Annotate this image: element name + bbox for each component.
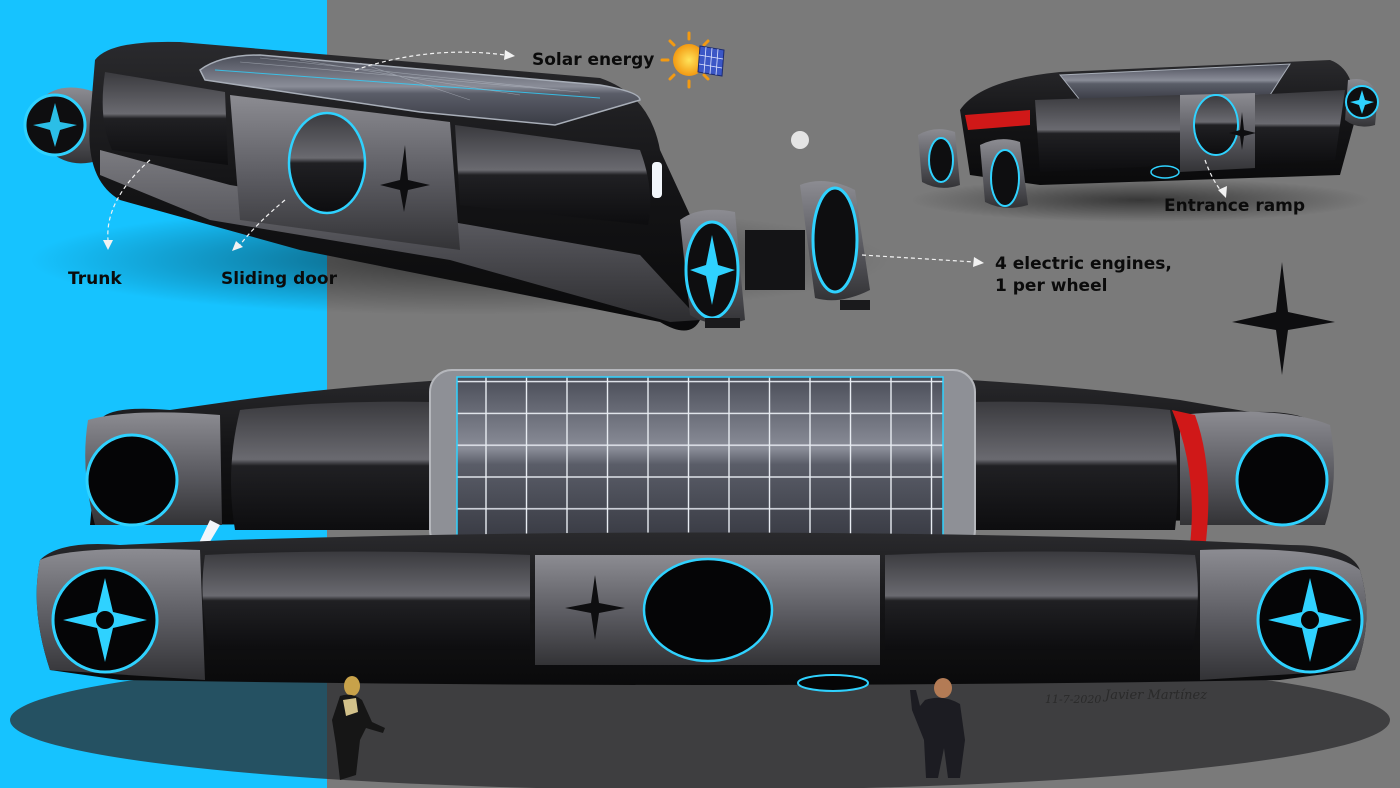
lower-right-wheel — [1256, 566, 1364, 674]
vehicle-perspective-view — [23, 41, 890, 331]
front-lower-left-window — [202, 551, 530, 650]
arrow-heads — [103, 50, 1227, 267]
front-wheel-right — [800, 181, 870, 310]
front-wheel-left — [680, 209, 745, 328]
front-tail-light-strip — [1172, 410, 1209, 550]
label-sliding-door: Sliding door — [221, 269, 337, 289]
roof-solar-panel — [199, 54, 641, 126]
tail-light — [965, 110, 1030, 130]
rear-wheel-pod — [23, 87, 100, 164]
front-upper-right-window — [970, 401, 1178, 530]
star-emblem — [380, 145, 430, 212]
upper-left-wheel-ring — [85, 433, 179, 527]
lower-left-wheel — [51, 566, 159, 674]
rear-vehicle-wheels — [918, 79, 1379, 208]
vehicle-rear-view — [910, 60, 1379, 222]
person-left-figure — [332, 676, 385, 780]
brand-star-logo — [1232, 262, 1335, 375]
front-round-door-window — [642, 557, 774, 663]
front-lower-right-window — [885, 551, 1198, 650]
front-upper-left-window — [231, 401, 432, 530]
callout-arrows — [107, 51, 1223, 263]
round-door-window — [287, 111, 367, 215]
rear-window — [102, 72, 228, 165]
front-star-emblem — [565, 575, 625, 640]
label-solar-energy: Solar energy — [532, 50, 655, 70]
signature-name: Javier Martínez — [1105, 688, 1208, 703]
headlight — [652, 162, 662, 198]
upper-right-wheel-ring — [1235, 433, 1329, 527]
label-trunk: Trunk — [68, 269, 122, 289]
signature-date: 11-7-2020 — [1045, 693, 1102, 706]
front-side-window — [455, 125, 651, 225]
rear-vehicle-round-window — [1193, 94, 1239, 156]
person-right-figure — [910, 678, 965, 778]
solar-panel-icon — [697, 45, 725, 77]
label-entrance-ramp: Entrance ramp — [1164, 196, 1306, 216]
vehicle-front-view — [10, 369, 1390, 788]
label-engines-line2: 1 per wheel — [995, 276, 1108, 296]
label-engines-line1: 4 electric engines, — [995, 254, 1172, 274]
